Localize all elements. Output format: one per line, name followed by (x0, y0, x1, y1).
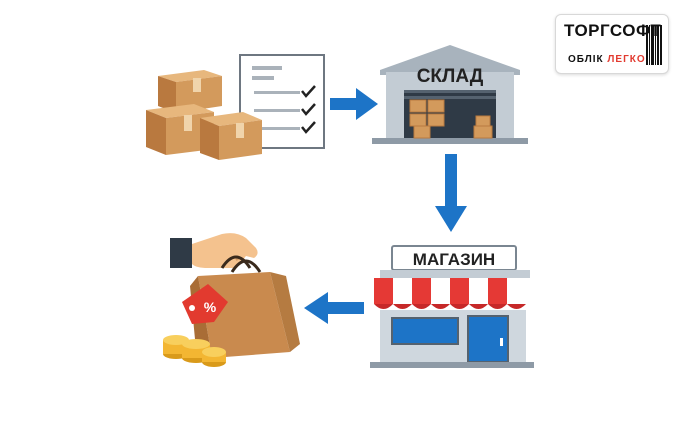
brand-logo: ТОРГСОФТ ОБЛІК ЛЕГКО (555, 14, 669, 74)
discount-tag-icon: % (182, 284, 228, 324)
logo-subtitle-dark: ОБЛІК (568, 54, 608, 65)
coins-icon (163, 335, 226, 367)
shop-label: МАГАЗИН (413, 250, 495, 269)
logo-subtitle: ОБЛІК ЛЕГКО (568, 54, 646, 65)
barcode-icon (646, 25, 662, 65)
shop-icon: МАГАЗИН (370, 245, 534, 368)
arrow-left-icon (304, 292, 364, 324)
warehouse-label: СКЛАД (417, 66, 484, 87)
logo-subtitle-accent: ЛЕГКО (607, 54, 646, 65)
logo-title: ТОРГСОФТ (564, 21, 662, 40)
warehouse-icon: СКЛАД (372, 45, 528, 144)
discount-label: % (204, 299, 217, 315)
boxes-icon (146, 70, 262, 160)
arrow-down-icon (435, 154, 467, 232)
arrow-right-icon (330, 88, 378, 120)
